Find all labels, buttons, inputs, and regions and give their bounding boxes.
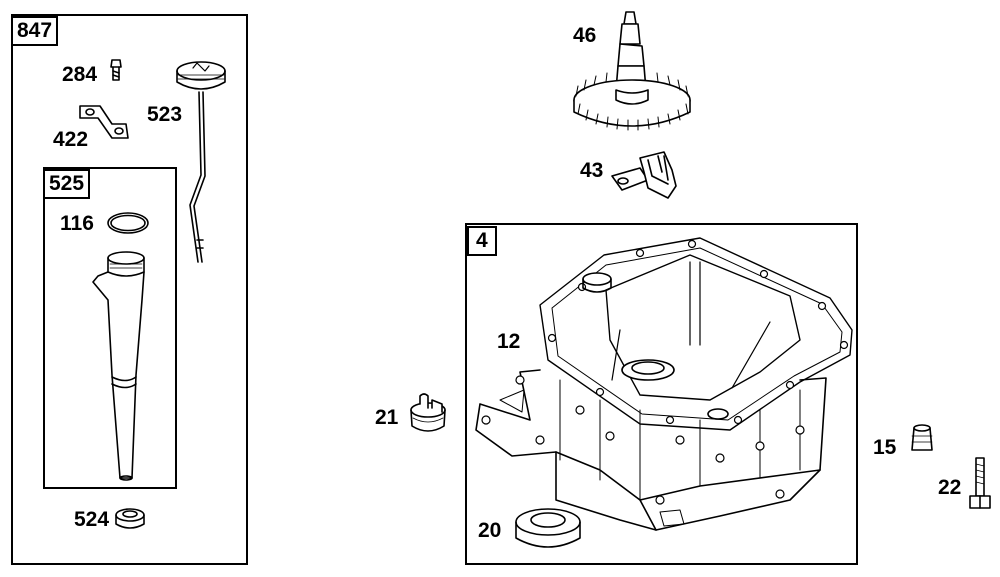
gasket-12-illustration <box>539 237 853 431</box>
part-label-12: 12 <box>497 330 521 353</box>
part-label-284: 284 <box>62 63 98 86</box>
compression-release-43-illustration <box>611 151 677 199</box>
crankcase-cover-4-illustration <box>475 254 827 531</box>
part-label-116: 116 <box>60 212 94 235</box>
fill-tube-525-illustration <box>92 251 145 481</box>
kit-847-label: 847 <box>11 16 59 46</box>
part-label-20: 20 <box>478 519 502 542</box>
oring-116-illustration <box>107 212 149 234</box>
part-label-22: 22 <box>938 476 962 499</box>
kit-525-label: 525 <box>43 169 91 199</box>
part-label-43: 43 <box>580 159 604 182</box>
part-label-15: 15 <box>873 436 897 459</box>
camshaft-46-illustration <box>573 11 691 131</box>
part-label-46: 46 <box>573 24 597 47</box>
plug-524-illustration <box>115 508 145 529</box>
bolt-22-illustration <box>969 457 991 509</box>
kit-4-frame <box>465 223 858 565</box>
part-label-523: 523 <box>147 103 183 126</box>
part-label-422: 422 <box>53 128 89 151</box>
seal-20-illustration <box>515 508 581 548</box>
part-label-21: 21 <box>375 406 399 429</box>
plug-15-illustration <box>911 424 933 451</box>
part-label-524: 524 <box>74 508 110 531</box>
kit-4-label: 4 <box>467 226 497 256</box>
fitting-21-illustration <box>410 393 446 432</box>
dipstick-523-illustration <box>176 61 226 263</box>
kit-847-frame <box>11 14 248 565</box>
kit-525-frame <box>43 167 177 489</box>
screw-284-illustration <box>110 59 122 81</box>
bracket-422-illustration <box>79 105 129 139</box>
